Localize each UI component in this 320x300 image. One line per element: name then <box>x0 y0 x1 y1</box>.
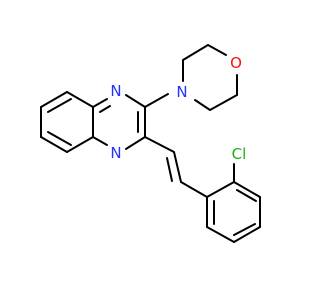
atom-label-o-morpholine: O <box>230 54 242 72</box>
morpholine-ring <box>144 44 238 111</box>
bond <box>92 136 108 146</box>
bond <box>92 98 108 108</box>
atom-label-n-top: N <box>110 82 121 100</box>
bond <box>125 94 146 108</box>
bond <box>99 105 111 113</box>
bond <box>66 91 94 108</box>
bond <box>194 99 211 111</box>
bond <box>180 181 208 198</box>
pyrazine-ring <box>92 94 146 150</box>
bond <box>47 98 72 113</box>
bond <box>182 44 209 61</box>
structure-canvas: N N N O Cl <box>40 44 261 243</box>
benzo-ring <box>40 91 94 153</box>
bond <box>125 136 146 150</box>
chlorophenyl-ring <box>206 163 261 243</box>
bond <box>206 226 235 243</box>
bond <box>47 131 72 146</box>
bond <box>66 136 94 153</box>
atom-label-n-bottom: N <box>110 144 121 162</box>
bond <box>173 151 182 183</box>
bond <box>233 223 256 236</box>
bond <box>209 94 238 111</box>
bond <box>144 136 175 153</box>
bond <box>236 189 257 202</box>
bond <box>40 91 68 108</box>
bond <box>40 136 68 153</box>
bond <box>166 157 173 182</box>
bond <box>207 44 227 56</box>
atom-label-n-morpholine: N <box>176 83 187 101</box>
bond <box>233 226 261 243</box>
atom-label-chlorine: Cl <box>232 145 247 163</box>
bond <box>206 181 235 198</box>
vinyl-linker <box>144 136 208 198</box>
molecule-drawing: N N N O Cl <box>40 44 261 243</box>
bond <box>144 93 169 108</box>
bond <box>233 181 261 198</box>
